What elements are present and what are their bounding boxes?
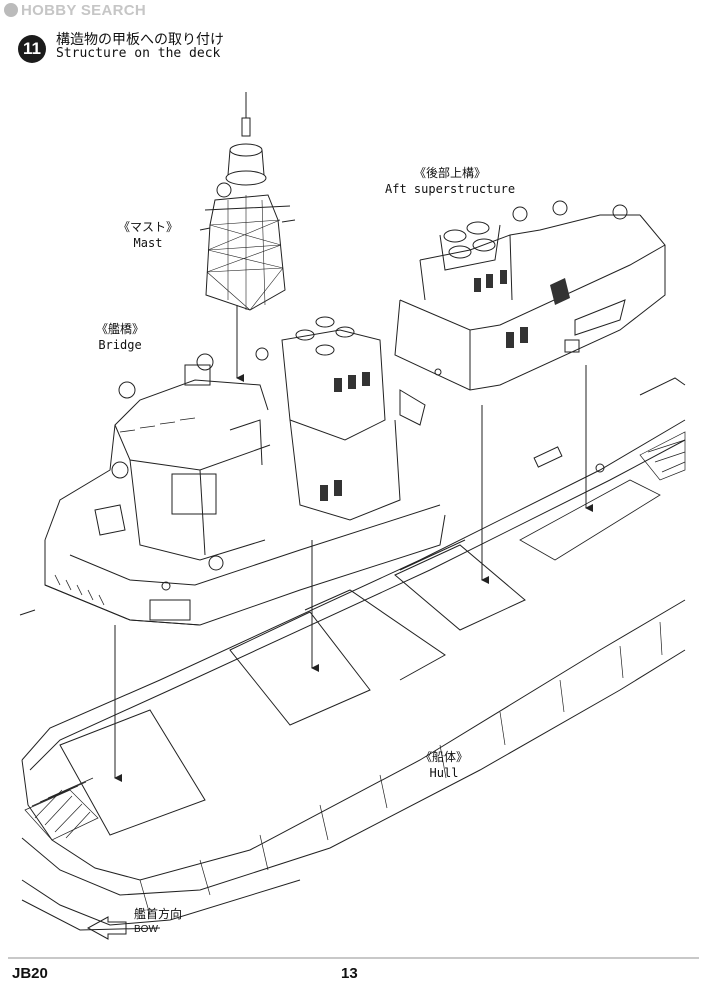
mast-drawing [199, 92, 296, 311]
mast-label: 《マスト》 Mast [118, 220, 179, 250]
watermark: HOBBY SEARCH [4, 2, 146, 19]
step-title-en: Structure on the deck [56, 46, 221, 61]
hull-label: 《船体》 Hull [420, 750, 469, 780]
bridge-drawing [44, 316, 446, 626]
hobby-search-logo-icon [4, 3, 18, 17]
aft-superstructure-label: 《後部上構》 Aft superstructure [385, 166, 516, 196]
step-title-jp: 構造物の甲板への取り付け [56, 32, 224, 48]
page-number: 13 [341, 965, 358, 982]
kit-code: JB20 [12, 965, 48, 982]
step-number-badge: 11 [18, 35, 46, 63]
bow-label: 艦首方向 BOW [134, 907, 183, 935]
assembly-arrows [114, 305, 593, 782]
bridge-label: 《艦橋》 Bridge [96, 322, 145, 352]
bow-direction-arrow [86, 916, 127, 940]
aft-superstructure-drawing [394, 200, 666, 391]
hull-drawing [19, 377, 686, 931]
